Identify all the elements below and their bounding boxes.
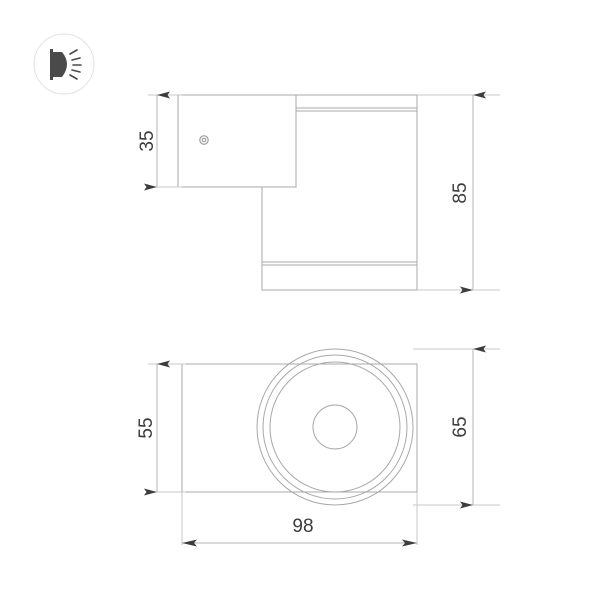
dimension-85-label: 85 — [450, 182, 471, 203]
dimension-65: 65 — [450, 345, 486, 509]
dimension-98-label: 98 — [292, 516, 313, 537]
lamp-body-outline — [261, 94, 418, 291]
dimension-35: 35 — [137, 91, 170, 191]
mounting-bracket-outline — [177, 94, 297, 188]
dimension-85: 85 — [450, 91, 486, 294]
bracket-screw-hole — [199, 135, 209, 145]
dimension-65-label: 65 — [450, 416, 471, 437]
dimension-55-label: 55 — [136, 417, 157, 438]
side-elevation-view — [177, 94, 418, 291]
bottom-view-extension-lines — [148, 348, 500, 545]
dimension-98: 98 — [182, 516, 417, 547]
plan-lamp-circles — [256, 348, 414, 506]
dimension-55: 55 — [136, 360, 170, 496]
side-view-extension-lines — [148, 94, 500, 291]
bottom-plan-view — [181, 348, 418, 506]
dimension-35-label: 35 — [137, 130, 158, 151]
wall-light-icon — [33, 33, 95, 95]
